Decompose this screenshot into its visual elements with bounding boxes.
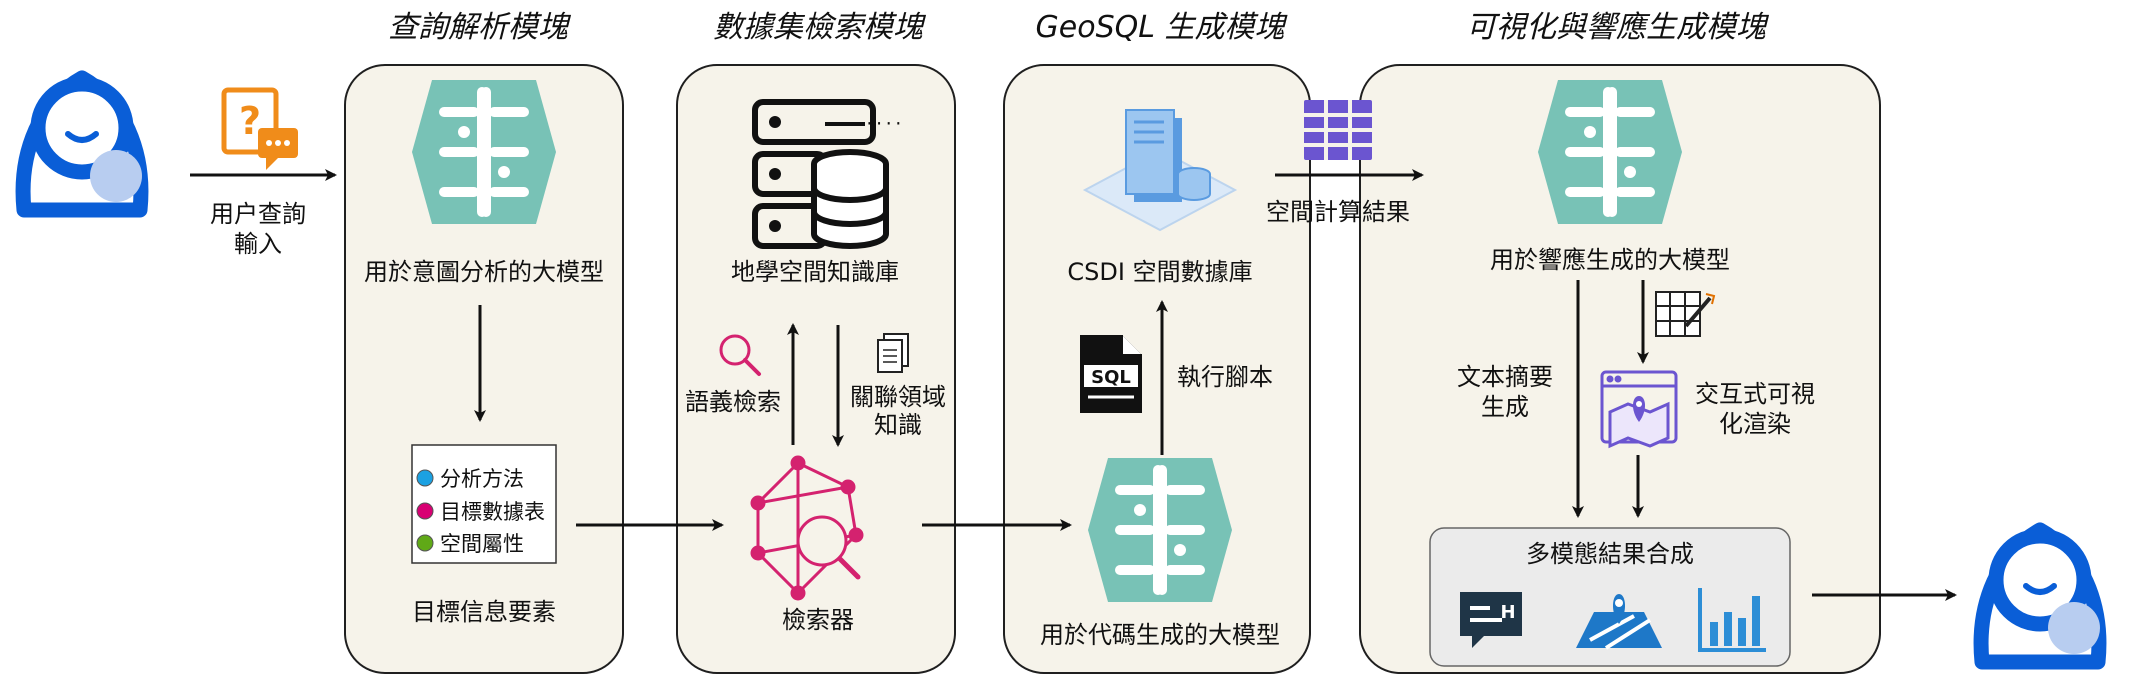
spatial-result-label: 空間計算結果: [1266, 198, 1410, 226]
codegen-llm-label: 用於代碼生成的大模型: [1040, 621, 1280, 649]
info-item-analysis-method-label: 分析方法: [440, 467, 524, 491]
response-llm-label: 用於響應生成的大模型: [1490, 246, 1730, 274]
target-info-box: [411, 444, 557, 564]
target-info-caption: 目標信息要素: [412, 598, 556, 626]
intent-llm-label: 用於意圖分析的大模型: [364, 258, 604, 286]
interactive-render-label-line2: 化渲染: [1719, 410, 1791, 438]
sql-file-icon-text: SQL: [1091, 367, 1131, 388]
title-geosql-module: GeoSQL 生成模塊: [1036, 10, 1289, 45]
text-output-icon: H: [1460, 592, 1522, 648]
info-item-spatial-attribute-label: 空間屬性: [440, 532, 524, 556]
user-input-label-line1: 用户查詢: [210, 200, 306, 228]
documents-icon: [877, 333, 909, 373]
text-summary-label-line2: 生成: [1481, 393, 1529, 421]
title-query-module: 查詢解析模塊: [388, 10, 572, 45]
user-output-icon: [1981, 530, 2100, 662]
spatial-database-icon: [1082, 109, 1238, 232]
knowledge-base-server-icon: ·····: [752, 99, 903, 249]
user-input-icon: [23, 78, 142, 210]
info-item-target-table: 目標數據表: [416, 500, 545, 524]
knowledge-base-label: 地學空間知識庫: [731, 258, 899, 286]
svg-text:·····: ·····: [855, 114, 903, 133]
retriever-label: 檢索器: [782, 606, 854, 634]
info-item-spatial-attribute: 空間屬性: [416, 532, 524, 556]
bar-chart-output-icon: [1698, 588, 1766, 652]
panel-geosql-module: [1003, 64, 1311, 674]
related-knowledge-label-line1: 關聯領域: [850, 383, 946, 411]
interactive-render-label-line1: 交互式可視: [1695, 380, 1815, 408]
svg-text:?: ?: [239, 99, 261, 143]
question-bubble-icon: ?: [221, 87, 298, 170]
chart-tool-icon: [1655, 291, 1716, 337]
retriever-graph-icon: [750, 455, 864, 601]
codegen-llm-brain-icon: [1088, 458, 1232, 602]
spatial-database-label: CSDI 空間數據庫: [1067, 258, 1252, 286]
intent-llm-brain-icon: [412, 80, 556, 224]
search-icon: [719, 334, 761, 376]
execute-script-label: 執行腳本: [1177, 363, 1273, 391]
title-visual-module: 可視化與響應生成模塊: [1466, 10, 1770, 45]
svg-text:H: H: [1500, 602, 1515, 623]
table-icon: [1304, 100, 1372, 160]
interactive-map-icon: [1600, 370, 1678, 449]
related-knowledge-label-line2: 知識: [874, 411, 922, 439]
title-dataset-module: 數據集檢索模塊: [713, 10, 927, 45]
semantic-search-label: 語義檢索: [685, 388, 781, 416]
response-llm-brain-icon: [1538, 80, 1682, 224]
sql-file-icon: SQL: [1080, 335, 1142, 413]
multimodal-merge-label: 多模態結果合成: [1526, 540, 1694, 568]
text-summary-label-line1: 文本摘要: [1457, 363, 1553, 391]
map-output-icon: [1576, 594, 1662, 650]
info-item-analysis-method: 分析方法: [416, 467, 524, 491]
info-item-target-table-label: 目標數據表: [440, 500, 545, 524]
user-input-label-line2: 輸入: [234, 230, 282, 258]
panel-visual-module: [1359, 64, 1881, 674]
